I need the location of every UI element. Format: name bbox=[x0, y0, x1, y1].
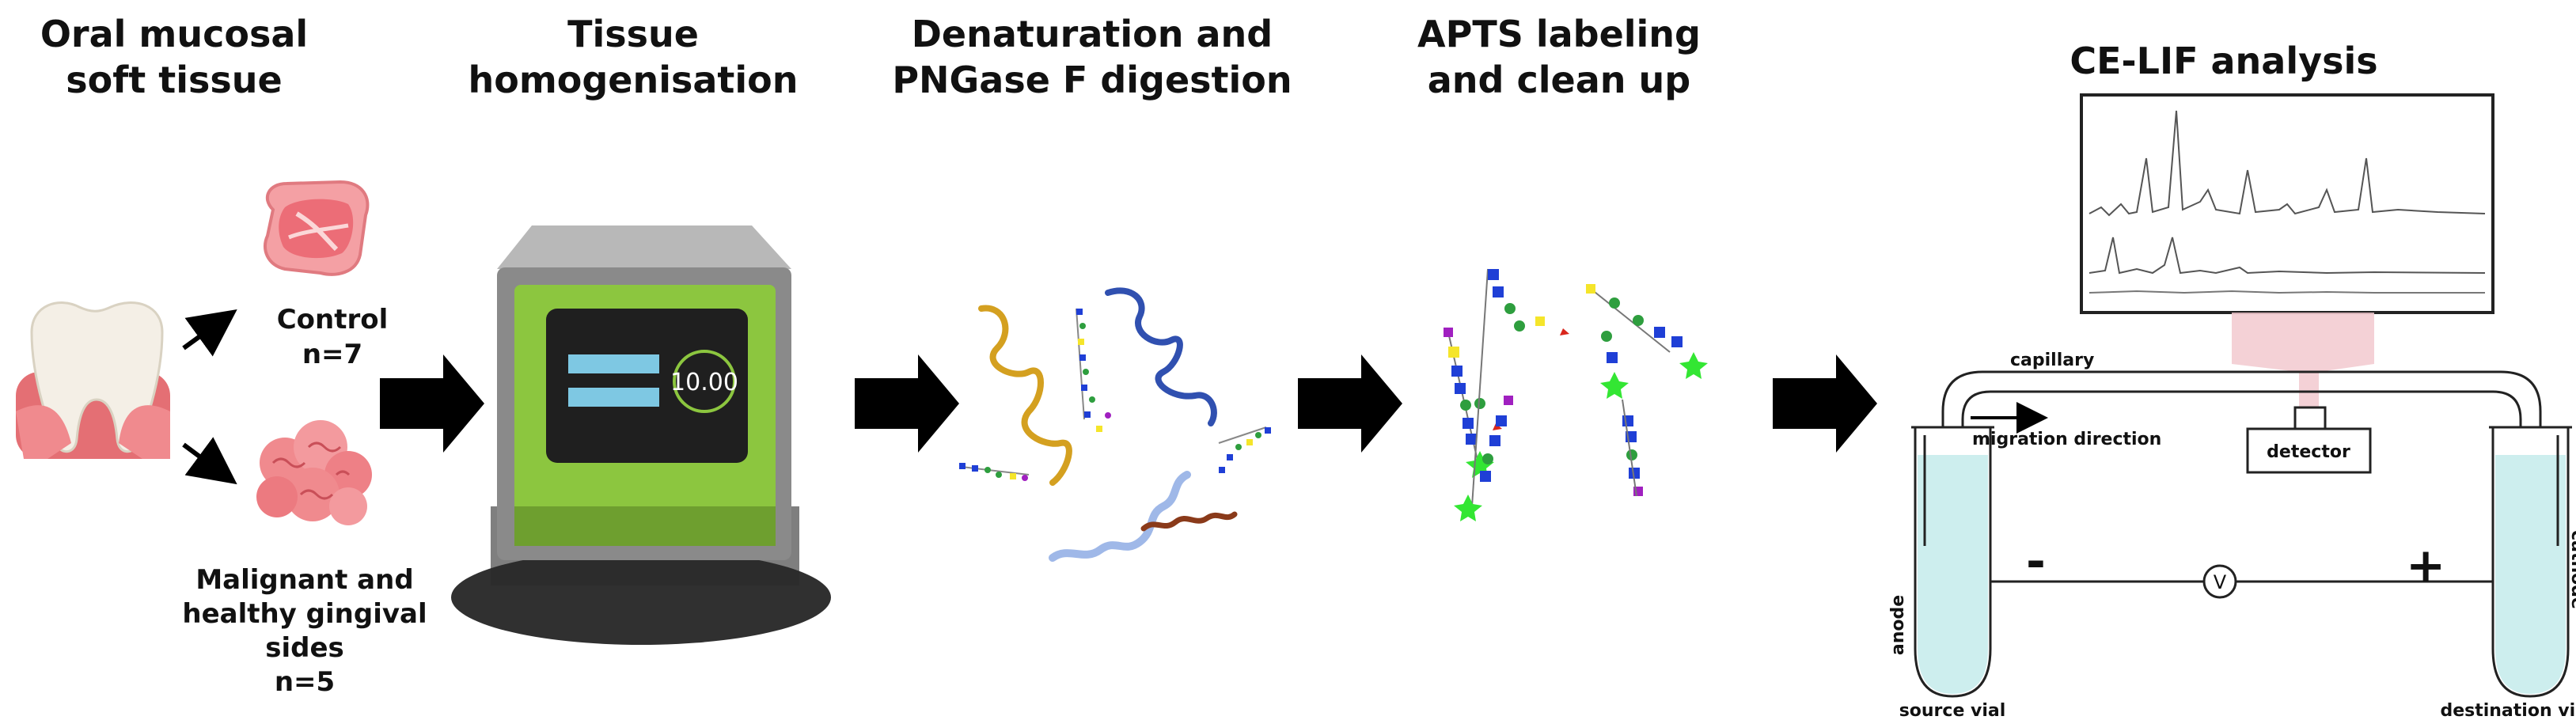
step3-title: Denaturation and PNGase F digestion bbox=[892, 13, 1292, 101]
process-arrow-3 bbox=[1298, 354, 1402, 453]
destination-vial-label: destination vial bbox=[2440, 701, 2576, 720]
cathode-label: cathode bbox=[2567, 530, 2576, 609]
step1-title: Oral mucosal soft tissue bbox=[40, 13, 309, 101]
protein-strands bbox=[978, 287, 1238, 562]
homogeniser-display: 10.00 bbox=[670, 369, 738, 396]
voltmeter-label: V bbox=[2214, 571, 2227, 593]
detector-beam bbox=[2232, 313, 2374, 447]
step2-title: Tissue homogenisation bbox=[468, 13, 799, 101]
arrow-to-control bbox=[182, 309, 237, 357]
process-arrow-2 bbox=[855, 354, 959, 453]
malignant-tissue-icon bbox=[256, 420, 372, 525]
step4-title: APTS labeling and clean up bbox=[1417, 13, 1701, 101]
process-arrow-4 bbox=[1773, 354, 1877, 453]
circuit-wire bbox=[1990, 564, 2493, 599]
small-glycans bbox=[959, 308, 1271, 481]
capillary-label: capillary bbox=[2010, 351, 2094, 370]
control-label: Control n=7 bbox=[276, 304, 389, 370]
capillary bbox=[1941, 370, 2542, 570]
process-arrow-1 bbox=[380, 354, 484, 453]
electropherogram-panel bbox=[2080, 93, 2494, 314]
malignant-label: Malignant and healthy gingival sides n=5 bbox=[182, 564, 427, 698]
step5-title: CE-LIF analysis bbox=[2070, 40, 2378, 82]
anode-label: anode bbox=[1888, 595, 1908, 655]
source-vial-label: source vial bbox=[1899, 701, 2006, 720]
arrow-to-malignant bbox=[182, 437, 237, 485]
migration-label: migration direction bbox=[1972, 430, 2161, 449]
source-vial bbox=[1911, 426, 1994, 698]
homogeniser-device bbox=[451, 225, 831, 645]
control-tissue-icon bbox=[263, 180, 370, 276]
tooth-icon bbox=[16, 301, 170, 459]
detector-box bbox=[2246, 406, 2372, 474]
detector-label: detector bbox=[2267, 442, 2350, 462]
labeled-glycans bbox=[1444, 268, 1708, 521]
destination-vial bbox=[2489, 426, 2572, 698]
plus-sign: + bbox=[2406, 538, 2445, 593]
minus-sign: - bbox=[2026, 534, 2046, 589]
